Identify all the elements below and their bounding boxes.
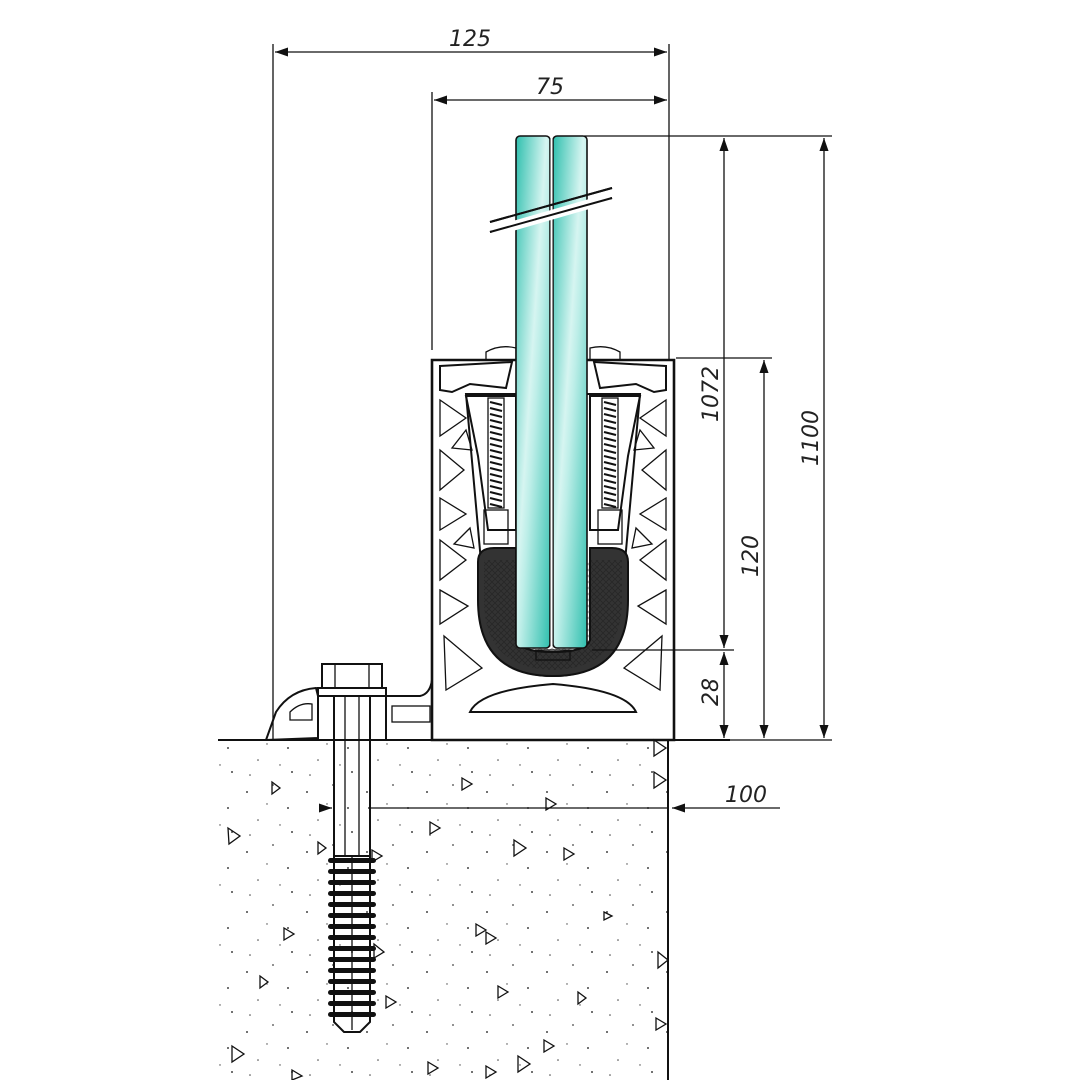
dim-base-height: 28 — [699, 678, 724, 706]
concrete-slab — [218, 738, 730, 1080]
clamp-wedge-right — [589, 395, 642, 545]
glass-panel — [489, 135, 613, 649]
dimension-lines — [272, 44, 832, 813]
dim-anchor-depth: 100 — [725, 783, 767, 808]
dim-total-height: 1100 — [799, 410, 824, 466]
dim-profile-width: 75 — [536, 75, 564, 100]
clamp-wedge-left — [464, 395, 517, 545]
dim-overall-width: 125 — [449, 27, 491, 52]
dim-glass-height: 1072 — [699, 366, 724, 422]
hex-bolt-icon — [317, 663, 387, 1033]
dim-profile-height: 120 — [739, 535, 764, 577]
aluminium-profile — [264, 346, 676, 742]
